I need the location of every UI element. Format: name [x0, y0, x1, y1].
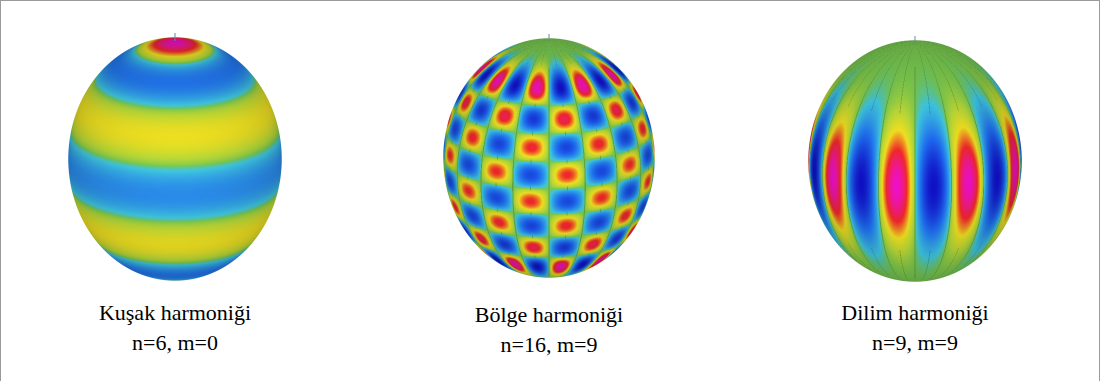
- degree-order: n=16, m=9: [501, 332, 598, 358]
- harmonic-name: Kuşak harmoniği: [99, 300, 251, 326]
- pole-tick: [175, 33, 176, 41]
- pole-tick: [915, 36, 916, 44]
- pole-tick: [549, 34, 550, 42]
- zonal-sphere: [67, 36, 283, 282]
- harmonic-name: Bölge harmoniği: [475, 302, 623, 328]
- tesseral-sphere: [442, 37, 656, 279]
- sectoral-sphere: [807, 39, 1023, 283]
- degree-order: n=6, m=0: [132, 330, 218, 356]
- degree-order: n=9, m=9: [872, 330, 958, 356]
- harmonic-name: Dilim harmoniği: [841, 300, 988, 326]
